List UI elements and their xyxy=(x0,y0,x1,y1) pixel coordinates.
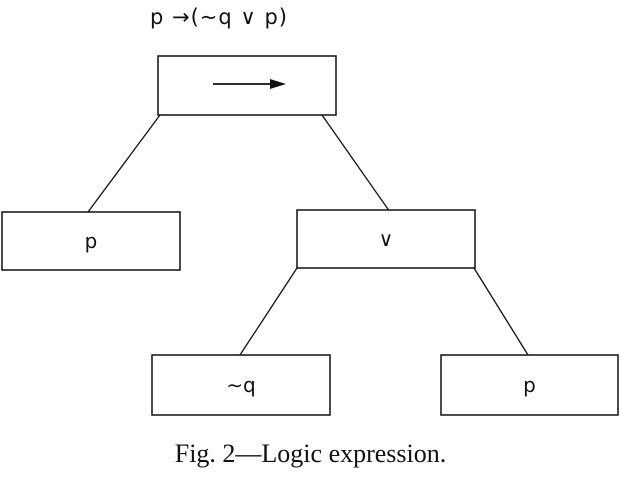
node-right-p-box xyxy=(440,354,619,416)
node-not-q-box xyxy=(151,354,331,416)
edge-root-right xyxy=(321,114,391,213)
node-or-box xyxy=(296,209,476,269)
node-root-box xyxy=(157,55,337,116)
node-left-label: p xyxy=(84,229,98,253)
edge-or-right xyxy=(473,267,529,356)
edge-root-left xyxy=(87,114,161,213)
node-or-label: ∨ xyxy=(378,227,394,251)
implication-arrow-icon xyxy=(213,79,286,89)
node-right-p-label: p xyxy=(523,373,536,397)
edge-or-left xyxy=(239,267,298,356)
figure-caption: Fig. 2—Logic expression. xyxy=(174,439,447,468)
expression-label: p →(∼q ∨ p) xyxy=(150,5,288,29)
node-left-box xyxy=(1,211,181,271)
node-not-q-label: ∼q xyxy=(226,373,256,397)
